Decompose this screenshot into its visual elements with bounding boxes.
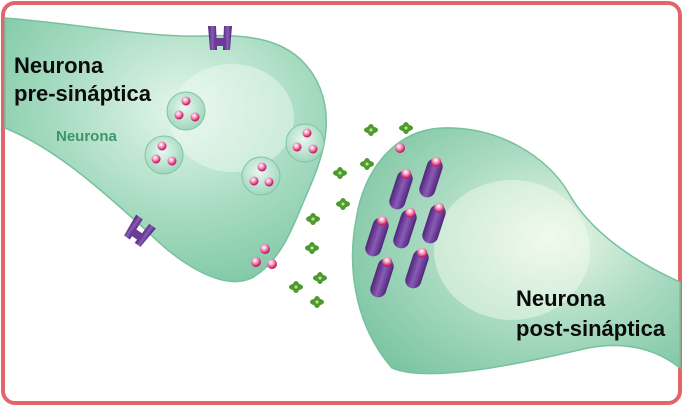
receptor-icon [422, 202, 446, 244]
vesicle-icon [285, 123, 325, 163]
neurotransmitter-icon [260, 244, 270, 254]
receptor-icon [393, 207, 417, 249]
presynaptic-label: Neurona pre-sináptica [14, 52, 151, 108]
receptor-icon [365, 215, 389, 257]
presynaptic-highlight [170, 64, 294, 172]
vesicle-icon [166, 91, 206, 131]
inner-neuron-label: Neurona [56, 128, 117, 145]
neurotransmitter-icon [251, 257, 261, 267]
ligand-icon [289, 122, 413, 308]
presynaptic-label-line1: Neurona [14, 53, 104, 78]
ion-channel-icon [208, 26, 232, 50]
presynaptic-label-line2: pre-sináptica [14, 81, 151, 106]
ion-channel-icon [124, 214, 156, 247]
postsynaptic-label-line1: Neurona [516, 286, 606, 311]
vesicle-icon [144, 135, 184, 175]
receptor-icon [370, 256, 394, 298]
receptor-icon [405, 247, 429, 289]
neurotransmitter-icon [267, 259, 277, 269]
postsynaptic-label: Neurona post-sináptica [516, 284, 665, 344]
neurotransmitter-icon [395, 143, 405, 153]
postsynaptic-label-line2: post-sináptica [516, 316, 666, 341]
receptor-icon [419, 156, 443, 198]
vesicle-icon [241, 156, 281, 196]
postsynaptic-highlight [434, 180, 590, 320]
receptor-icon [389, 168, 413, 210]
